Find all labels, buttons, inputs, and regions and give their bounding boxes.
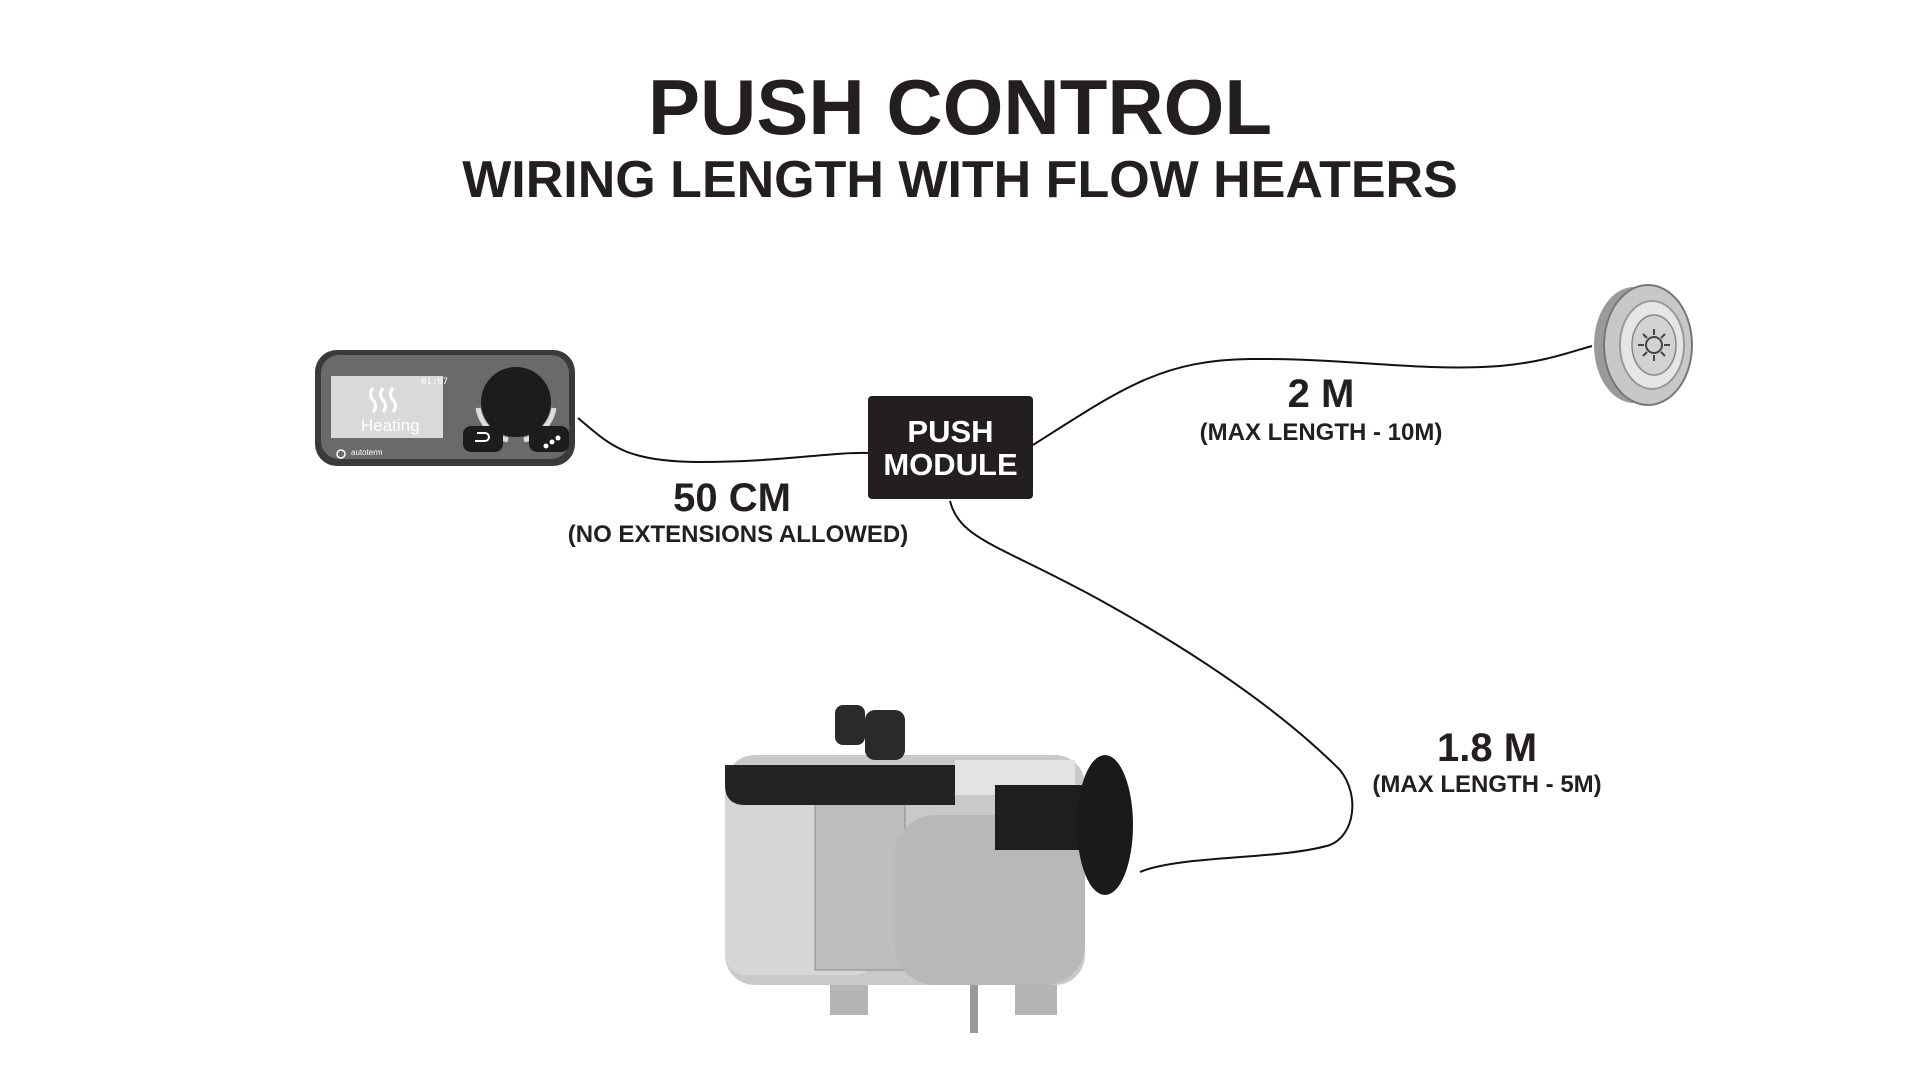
push-module: PUSH MODULE bbox=[868, 396, 1033, 499]
wire-controller-module bbox=[577, 417, 869, 464]
module-label-line1: PUSH bbox=[907, 413, 994, 449]
button-wire-length: 2 M bbox=[1287, 372, 1355, 416]
controller-wire-length: 50 CM bbox=[673, 476, 791, 520]
wire-module-heater bbox=[949, 500, 1354, 873]
heater-wire-length: 1.8 M bbox=[1436, 726, 1538, 770]
page-subtitle: WIRING LENGTH WITH FLOW HEATERS bbox=[462, 151, 1458, 209]
flow-heater-device bbox=[715, 705, 1145, 1035]
button-wire-note: (MAX LENGTH - 10M) bbox=[1199, 419, 1443, 446]
wire-module-button bbox=[1032, 345, 1593, 446]
controller-device: 01:07 Heating autoterm bbox=[313, 346, 578, 470]
module-label-line2: MODULE bbox=[883, 446, 1018, 482]
controller-time: 01:07 bbox=[421, 377, 449, 387]
controller-wire-note: (NO EXTENSIONS ALLOWED) bbox=[567, 521, 909, 548]
heater-wire-note: (MAX LENGTH - 5M) bbox=[1372, 771, 1602, 798]
page-title: PUSH CONTROL bbox=[648, 63, 1272, 151]
push-button-device bbox=[1590, 282, 1694, 408]
controller-brand: autoterm bbox=[351, 448, 383, 457]
controller-screen-label: Heating bbox=[361, 416, 420, 435]
